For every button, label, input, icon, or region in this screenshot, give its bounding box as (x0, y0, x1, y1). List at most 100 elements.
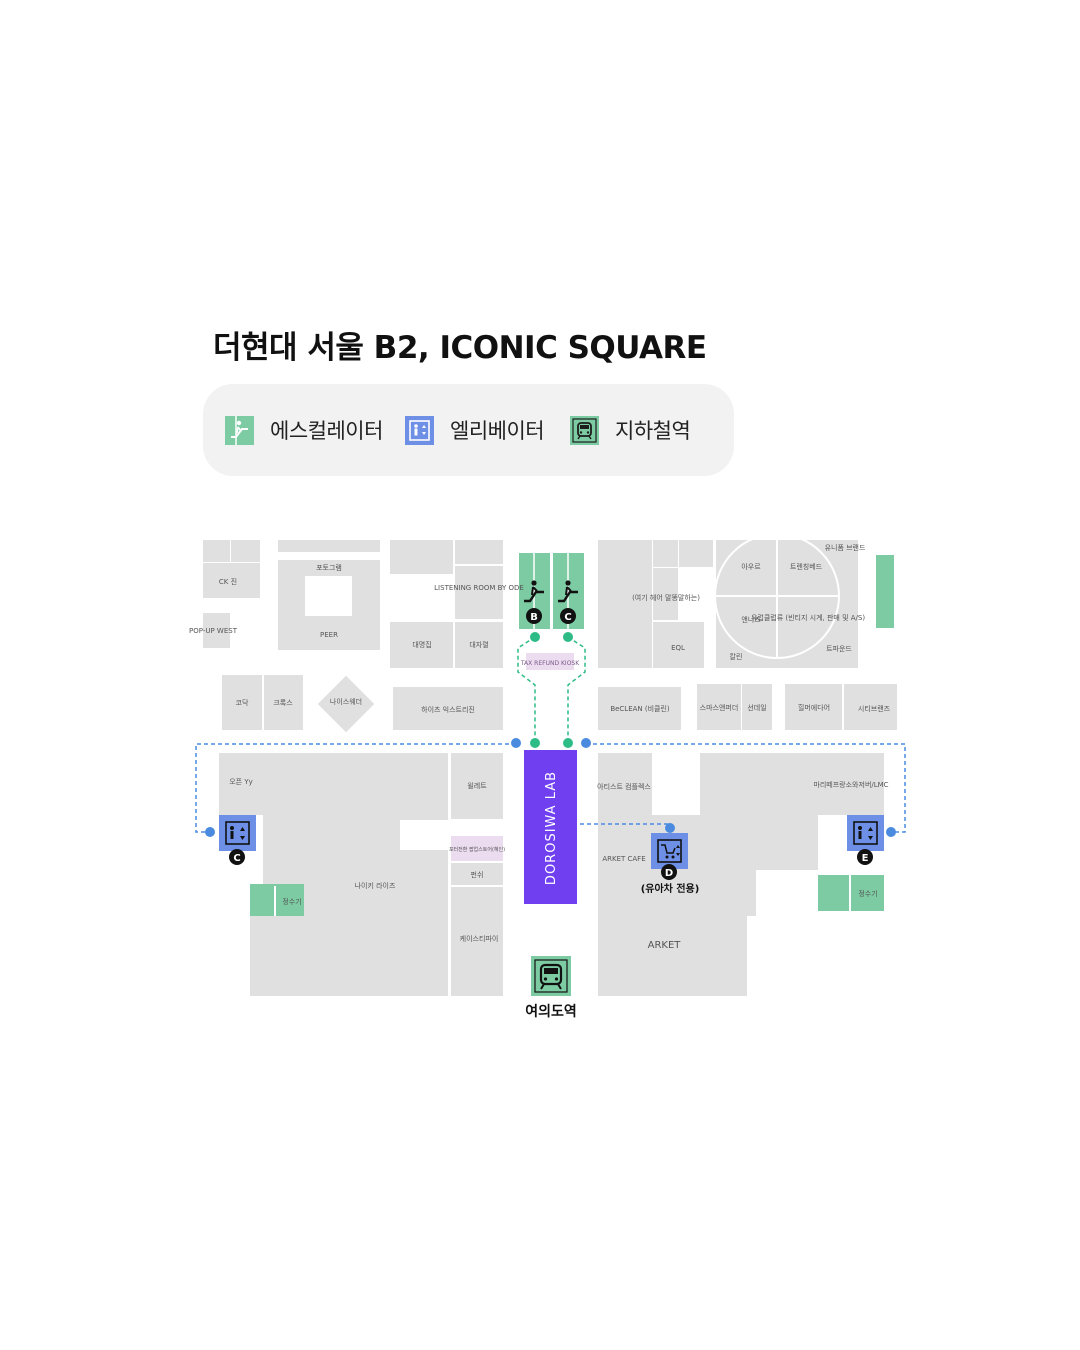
label-smx: 스마스앤퍼더 (700, 703, 739, 712)
label-artist: 아티스트 컴플렉스 (597, 782, 651, 791)
elevator-icon (657, 839, 682, 863)
legend-label-escalator: 에스컬레이터 (270, 419, 383, 443)
divider-lines (274, 875, 851, 916)
circle-dividers (714, 533, 840, 659)
label-anizi: 앤니즈 (741, 615, 761, 624)
store-crocs (264, 675, 303, 730)
escalator-c[interactable]: C (553, 553, 584, 629)
subway-icon (570, 415, 599, 445)
label-marithe: 마리떼프랑소와저버/LMC (813, 780, 888, 789)
store-labels: CK 진 포토그램 PEER POP-UP WEST LISTENING ROO… (189, 543, 891, 951)
legend-item-escalator: 에스컬레이터 (225, 414, 383, 446)
label-daemyung: 대명집 (412, 640, 431, 649)
label-popup-note: 포터전환 팝업스토어(혜인) (449, 846, 505, 853)
store-kodak (222, 675, 262, 730)
store-block (231, 540, 260, 562)
store-daemyung (390, 622, 453, 668)
store-block (278, 540, 380, 552)
store-daejarae (455, 622, 503, 668)
store-marithe (818, 753, 884, 815)
store-popup-note (451, 836, 503, 861)
escalator-icon (524, 580, 544, 603)
store-ck-jin (203, 563, 260, 598)
badge-c-label: C (564, 612, 571, 623)
label-nike-rise: 나이키 라이즈 (355, 881, 396, 890)
label-peer: PEER (320, 631, 338, 639)
label-tripod: 트파운드 (826, 644, 852, 653)
label-ck-jin: CK 진 (219, 577, 237, 586)
station-name: 여의도역 (525, 1003, 577, 1020)
label-popup-west: POP-UP WEST (189, 627, 238, 635)
label-beclean: BeCLEAN (비클린) (610, 704, 670, 713)
legend-label-elevator: 엘리베이터 (450, 419, 545, 443)
store-block (598, 540, 652, 668)
subway-icon (534, 959, 568, 993)
label-arket: ARKET (648, 940, 682, 951)
store-hillman (785, 684, 842, 730)
store-blocks (203, 540, 897, 996)
store-peer (278, 560, 380, 650)
legend-item-subway: 지하철역 (570, 414, 691, 446)
store-misc (451, 863, 503, 885)
elevator-c[interactable]: C (219, 815, 256, 865)
store-cafe-kiosk (451, 887, 503, 996)
store-beclean (598, 687, 681, 730)
label-photogram: 포토그램 (316, 564, 342, 572)
store-ddm (653, 568, 678, 620)
label-nice-weather: 나이스웨더 (330, 697, 362, 706)
label-kalin: 칼린 (730, 652, 743, 661)
store-block (679, 540, 713, 567)
badge-d (661, 864, 677, 880)
label-open-yy: 오픈 Yy (229, 778, 253, 786)
legend-label-subway: 지하철역 (615, 419, 691, 443)
label-yes-corner: 유럽클럽류 (빈티지 시계, 판매 및 A/S) (751, 613, 865, 622)
label-weekly: 윌레트 (467, 781, 487, 790)
subway-station[interactable] (531, 956, 571, 996)
store-weekly (451, 753, 503, 819)
store-block (390, 540, 453, 574)
label-eql: EQL (671, 644, 685, 652)
store-hinitz (393, 687, 503, 730)
badge-b (526, 608, 542, 624)
badge-c (229, 849, 245, 865)
badge-elev-c-label: C (233, 853, 240, 864)
label-hinitz: 하이츠 익스트리진 (421, 705, 475, 714)
escalator-icon (558, 580, 578, 603)
label-ddm: (여기 헤어 말똥말하는) (632, 593, 700, 602)
dorosiwa-lab[interactable] (524, 750, 577, 904)
tax-refund-label: TAX REFUND KIOSK (520, 660, 580, 667)
label-yunibs: 유니폼 브랜드 (825, 543, 866, 552)
elevator-d[interactable]: D (651, 833, 688, 880)
elevator-icon (853, 821, 878, 845)
label-daejarae: 대자렬 (469, 640, 488, 649)
store-arket-cafe (598, 836, 650, 891)
store-sunnyday (742, 684, 772, 730)
dorosiwa-lab-label: DOROSIWA LAB (544, 771, 559, 885)
label-water-left: 정수기 (282, 897, 301, 906)
page-title: 더현대 서울 B2, ICONIC SQUARE (213, 330, 707, 366)
escalator-b[interactable]: B (519, 553, 550, 629)
store-listening-room (455, 566, 503, 619)
elevator-e[interactable]: E (847, 815, 884, 865)
label-water-right: 정수기 (858, 889, 877, 898)
store-block (203, 540, 230, 562)
label-ayour: 아우르 (741, 562, 761, 571)
legend-item-elevator: 엘리베이터 (405, 414, 545, 446)
tax-refund-kiosk[interactable] (526, 653, 574, 670)
label-arket-cafe: ARKET CAFE (602, 855, 645, 863)
store-arket (598, 753, 884, 996)
escalator-far-right (876, 555, 894, 628)
store-citybrands (844, 684, 897, 730)
label-trendchild: 트렌칭베드 (790, 562, 823, 571)
label-sunnyday: 선데일 (747, 703, 766, 712)
badge-e (857, 849, 873, 865)
store-nike-rise (219, 753, 448, 996)
elevator-icon (405, 415, 434, 445)
label-kodak: 코닥 (236, 698, 249, 707)
store-block (455, 540, 503, 564)
label-listening-room: LISTENING ROOM BY ODE (434, 584, 524, 592)
label-hillman: 힐머에다어 (798, 703, 830, 712)
badge-elev-e-label: E (862, 853, 869, 864)
escalator-icon (225, 415, 254, 445)
